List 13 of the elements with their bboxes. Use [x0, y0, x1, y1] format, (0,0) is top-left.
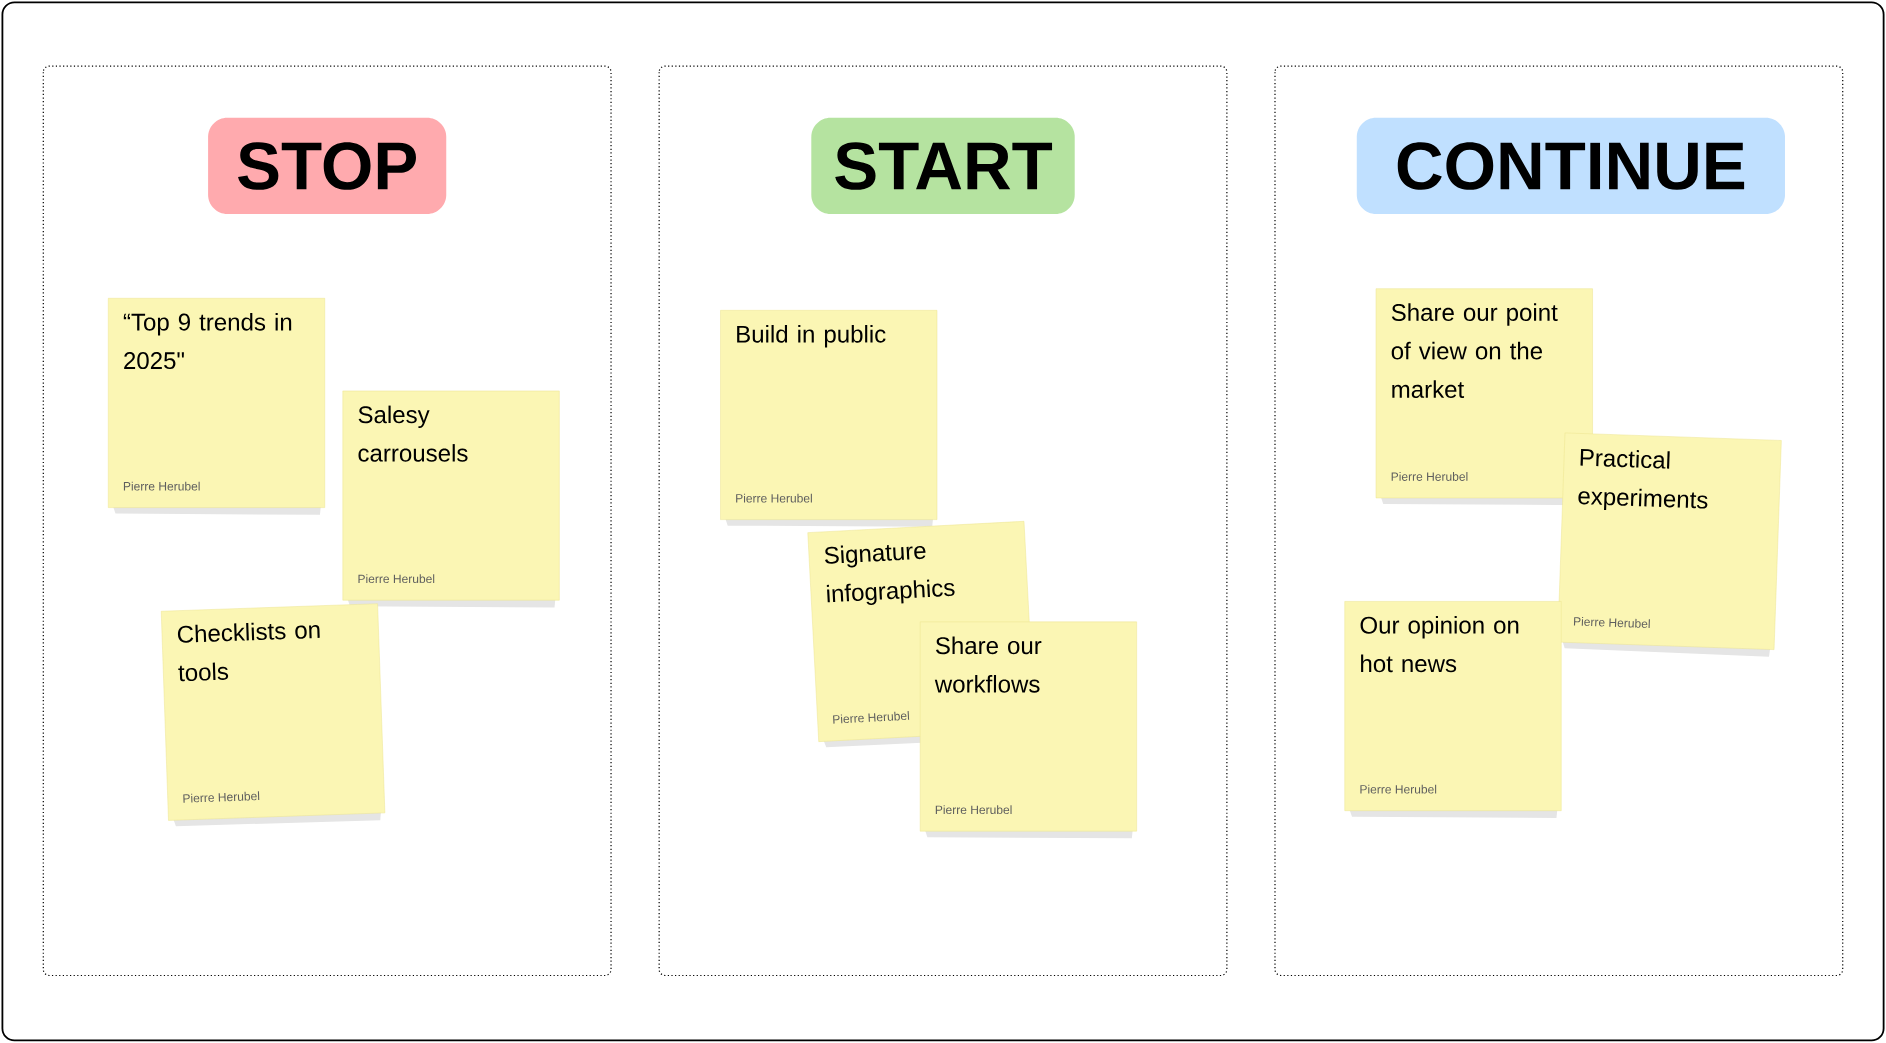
sticky-note: Share our workflows Pierre Herubel [919, 621, 1137, 839]
heading-badge: START [811, 117, 1075, 215]
column-box [1274, 65, 1844, 977]
sticky-note: Our opinion on hot news Pierre Herubel [1344, 601, 1562, 818]
heading-badge: CONTINUE [1356, 117, 1785, 215]
sticky-note: Checklists on tools Pierre Herubel [160, 603, 386, 827]
sticky-note: Build in public Pierre Herubel [720, 310, 938, 527]
sticky-note: “Top 9 trends in 2025" Pierre Herubel [108, 298, 325, 515]
heading-badge: STOP [208, 117, 447, 215]
sticky-note: Practical experiments Pierre Herubel [1557, 432, 1782, 657]
column-box [658, 65, 1228, 977]
sticky-note: Salesy carrousels Pierre Herubel [342, 390, 560, 608]
column-box [42, 65, 612, 977]
